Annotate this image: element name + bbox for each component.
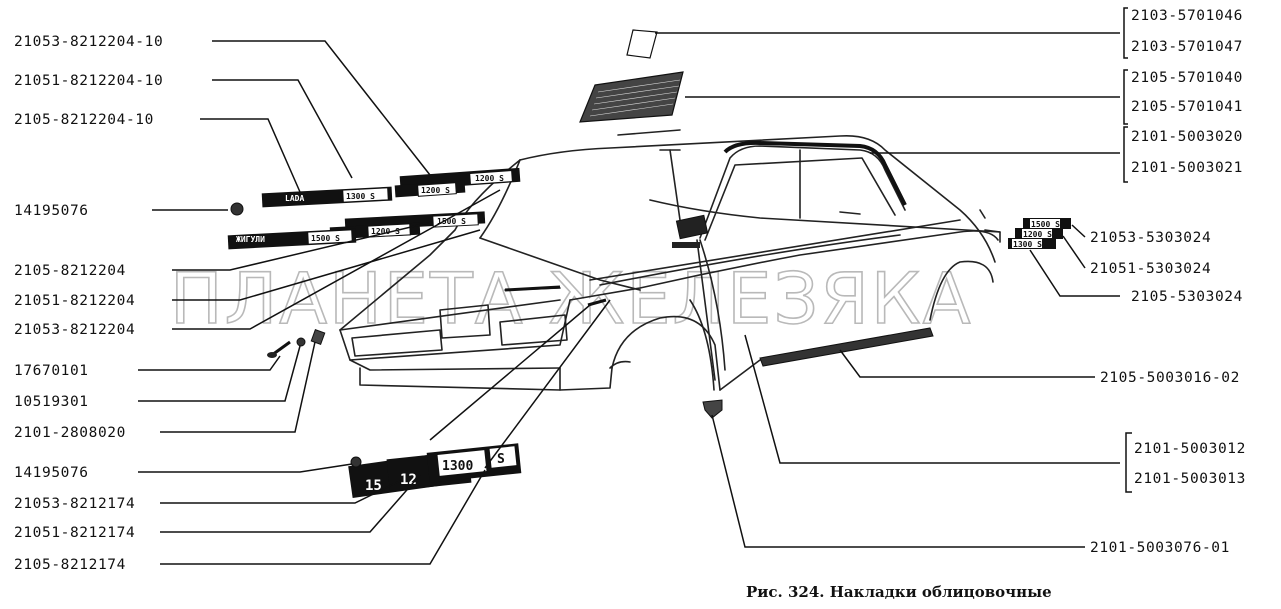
label-21051-8212204-10: 21051-8212204-10 [14,73,163,89]
label-2101-5003021: 2101-5003021 [1131,160,1243,176]
right-labels: 2103-5701046 2103-5701047 2105-5701040 2… [1090,8,1246,556]
label-2105-8212174: 2105-8212174 [14,557,126,573]
label-21053-8212204-10: 21053-8212204-10 [14,34,163,50]
badge-text-1500s-a: 1500 S [437,217,466,226]
washer-shape [296,337,306,347]
label-2101-5003076-01: 2101-5003076-01 [1090,540,1230,556]
label-2101-5003020: 2101-5003020 [1131,129,1243,145]
label-2101-5003012: 2101-5003012 [1134,441,1246,457]
label-2105-5701040: 2105-5701040 [1131,70,1243,86]
label-2101-2808020: 2101-2808020 [14,425,126,441]
label-14195076-b: 14195076 [14,465,89,481]
label-21051-8212204: 21051-8212204 [14,293,135,309]
leader-lines [138,7,1132,565]
label-2105-5303024: 2105-5303024 [1131,289,1243,305]
badge-text-1300: 1300 [442,459,473,474]
badge-text-1300s: 1300 S [346,192,375,201]
door-trim-shape [672,242,700,248]
label-2105-5701041: 2105-5701041 [1131,99,1243,115]
label-21053-5303024: 21053-5303024 [1090,230,1211,246]
badge-text-1200s-a: 1200 S [475,174,504,183]
bracket-clip-shape [702,399,723,419]
quarter-window-plate-shape [626,29,658,59]
badge-text-s: S [497,452,505,467]
badge-text-1200s-c: 1200 S [371,227,400,236]
label-14195076-a: 14195076 [14,203,89,219]
badge-text-fender-3: 1300 S [1013,240,1042,249]
drip-moulding-shape [723,140,907,206]
badge-text-1500s-b: 1500 S [311,234,340,243]
badge-text-zhiguli: ЖИГУЛИ [236,235,265,244]
figure-caption: Рис. 324. Накладки облицовочные [746,583,1052,601]
side-badges-bottom: 15 12 1300 S [348,443,522,498]
trunk-badges-top: 1200 S 1200 S [394,167,521,198]
trunk-badges-zhiguli: 1500 S 1200 S ЖИГУЛИ 1500 S [227,211,486,250]
clip-shape-2 [350,456,362,468]
vent-grille-shape [579,71,684,123]
sill-moulding-shape [759,327,934,367]
badge-text-1200s-b: 1200 S [421,186,450,195]
badge-text-12: 12 [400,472,417,488]
left-labels: 21053-8212204-10 21051-8212204-10 2105-8… [14,34,163,573]
label-21053-8212174: 21053-8212174 [14,496,135,512]
label-2105-8212204: 2105-8212204 [14,263,126,279]
door-handle-shape [675,214,709,240]
label-2103-5701047: 2103-5701047 [1131,39,1243,55]
badge-text-fender-2: 1200 S [1023,230,1052,239]
label-2105-5003016-02: 2105-5003016-02 [1100,370,1240,386]
trunk-badges-lada: LADA 1300 S [261,186,393,208]
badge-text-lada: LADA [285,194,304,203]
label-2103-5701046: 2103-5701046 [1131,8,1243,24]
badge-text-15: 15 [365,478,382,494]
screw-shape [267,340,291,358]
fender-badges: 1500 S 1200 S 1300 S [1008,218,1071,249]
label-17670101: 17670101 [14,363,89,379]
label-2101-5003013: 2101-5003013 [1134,471,1246,487]
clip-shape-1 [230,202,244,216]
bushing-shape [310,329,326,345]
label-2105-8212204-10: 2105-8212204-10 [14,112,154,128]
label-10519301: 10519301 [14,394,89,410]
label-21051-8212174: 21051-8212174 [14,525,135,541]
badge-text-fender-1: 1500 S [1031,220,1060,229]
label-21051-5303024: 21051-5303024 [1090,261,1211,277]
label-21053-8212204: 21053-8212204 [14,322,135,338]
